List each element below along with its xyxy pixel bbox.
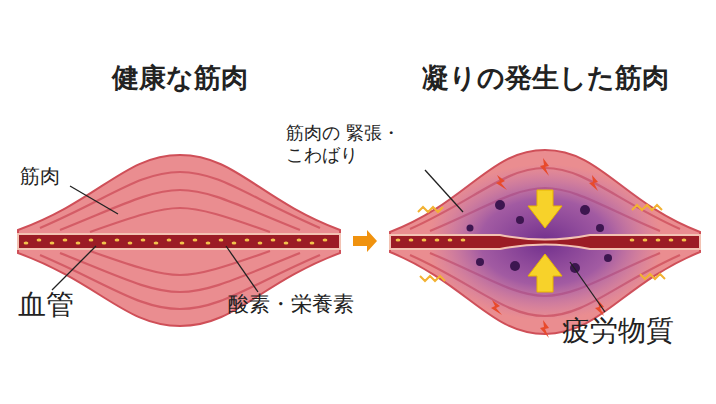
leader-line — [226, 246, 258, 292]
nutrient-dot — [422, 238, 427, 241]
fiber — [60, 190, 300, 230]
panel-heading: 凝りの発生した筋肉 — [380, 60, 710, 96]
part-label: 筋肉の 緊張・こわばり — [286, 122, 436, 165]
nutrient-dot — [50, 241, 55, 244]
part-label: 血管 — [18, 288, 74, 322]
nutrient-dot — [310, 241, 315, 244]
nutrient-dot — [409, 238, 414, 241]
zigzag — [640, 274, 665, 279]
nutrient-dot — [89, 238, 94, 241]
nutrient-dot — [232, 241, 237, 244]
nutrient-dot — [245, 238, 250, 241]
nutrient-dots — [24, 238, 328, 244]
nutrient-dot — [128, 241, 133, 244]
particle — [495, 200, 505, 210]
leader-line — [425, 170, 463, 212]
nutrient-dot — [284, 241, 289, 244]
leader-lines — [52, 170, 605, 312]
muscle-body — [390, 150, 700, 334]
blood-vessel — [18, 234, 340, 249]
nutrient-dot — [682, 238, 687, 241]
nutrient-dot — [102, 241, 107, 244]
nutrient-dot — [193, 238, 198, 241]
nutrient-dot — [76, 241, 81, 244]
nutrient-dot — [643, 238, 648, 241]
fiber — [90, 208, 270, 232]
pain-marks — [491, 158, 604, 338]
nutrient-dot — [219, 238, 224, 241]
part-label: 筋肉 — [20, 164, 60, 188]
pain-mark — [540, 158, 549, 176]
zigzag — [632, 205, 662, 210]
nutrient-dot — [323, 238, 328, 241]
muscle-panel: 凝りの発生した筋肉 — [380, 60, 710, 335]
pain-mark — [589, 175, 598, 191]
nutrient-dot — [669, 238, 674, 241]
nutrient-dot — [154, 241, 159, 244]
leader-line — [570, 262, 605, 312]
tension-zigzags — [418, 205, 665, 281]
pain-mark — [496, 175, 507, 190]
part-label: 酸素・栄養素 — [228, 292, 354, 317]
panel-heading: 健康な筋肉 — [10, 60, 350, 96]
nutrient-dot — [63, 238, 68, 241]
particle — [467, 225, 474, 232]
nutrient-dot — [206, 241, 211, 244]
particle — [580, 205, 590, 215]
nutrient-dot — [435, 238, 440, 241]
pain-mark — [491, 300, 502, 315]
pain-mark — [540, 320, 549, 338]
nutrient-dot — [448, 238, 453, 241]
nutrient-dot — [297, 238, 302, 241]
part-label: 疲労物質 — [562, 314, 674, 348]
nutrient-dot — [180, 241, 185, 244]
zigzag — [418, 207, 443, 212]
nutrient-dot — [141, 238, 146, 241]
nutrient-dot — [271, 238, 276, 241]
arrow-shape — [353, 230, 377, 252]
nutrient-dot — [167, 238, 172, 241]
particle — [476, 258, 484, 266]
particle — [604, 254, 612, 262]
zigzag — [420, 276, 445, 281]
fiber — [40, 172, 320, 228]
particle — [596, 224, 604, 232]
nutrient-dot — [396, 238, 401, 241]
stiff-muscle — [390, 150, 700, 338]
nutrient-dots — [396, 238, 687, 241]
nutrient-dot — [24, 241, 29, 244]
compress-arrow — [528, 254, 562, 292]
blood-vessel — [390, 235, 700, 249]
nutrient-dot — [115, 238, 120, 241]
nutrient-dot — [37, 238, 42, 241]
nutrient-dot — [461, 238, 466, 241]
nutrient-dot — [656, 238, 661, 241]
nutrient-dot — [630, 238, 635, 241]
leader-line — [70, 186, 118, 214]
compress-arrow — [528, 190, 562, 228]
particle — [510, 261, 520, 271]
fiber — [60, 253, 300, 292]
particle — [516, 216, 524, 224]
transition-arrow — [353, 230, 377, 252]
leader-line — [52, 246, 96, 290]
nutrient-dot — [258, 241, 263, 244]
